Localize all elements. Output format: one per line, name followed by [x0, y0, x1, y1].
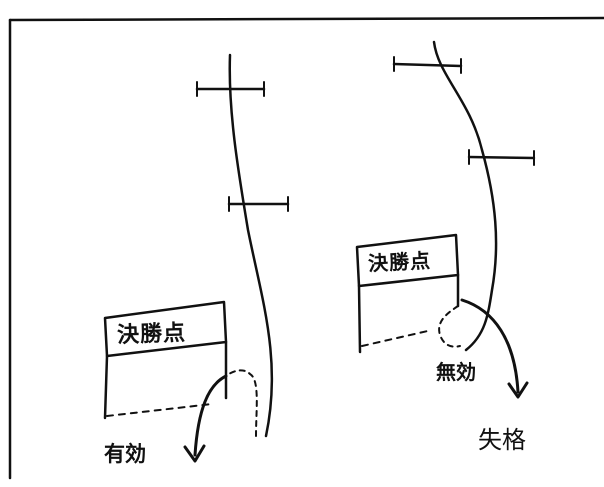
- right-finish-line: [361, 329, 433, 347]
- right-box-side: [357, 284, 362, 354]
- left-box-side: [103, 354, 109, 420]
- left-trajectory: [228, 53, 274, 438]
- left-arrow: [193, 374, 228, 457]
- right-trajectory: [432, 40, 498, 352]
- right-marker-1: [392, 62, 463, 68]
- right-marker-2: [467, 155, 536, 160]
- left-arrowhead: [183, 444, 206, 463]
- frame-top: [8, 16, 604, 22]
- left-ball-path: [225, 369, 258, 437]
- right-arrow: [460, 298, 520, 394]
- left-finish-line: [106, 403, 213, 417]
- left-finish-label: 決勝点: [116, 320, 187, 349]
- right-result-label: 失格: [478, 426, 526, 454]
- right-arrowhead: [507, 381, 529, 399]
- right-ball-label: 無効: [436, 360, 476, 384]
- right-ball-path: [438, 305, 461, 348]
- left-result-label: 有効: [104, 442, 146, 466]
- right-finish-label: 決勝点: [367, 248, 432, 276]
